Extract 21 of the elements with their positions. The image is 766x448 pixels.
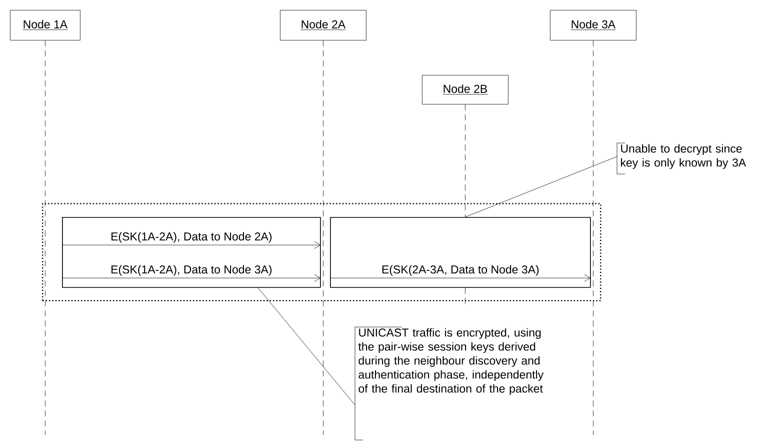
lifeline [45, 40, 46, 436]
note: Unable to decrypt since key is only known by 3A [616, 142, 746, 174]
leader-line [465, 156, 618, 218]
lifeline-head-box: Node 3A [550, 10, 636, 40]
message-label: E(SK(2A-3A, Data to Node 3A) [382, 265, 539, 276]
leader-line [258, 288, 356, 406]
message-arrow [330, 274, 591, 282]
lifeline-head-box: Node 2A [280, 10, 366, 40]
message-label: E(SK(1A-2A), Data to Node 3A) [112, 265, 272, 276]
lifeline [593, 40, 594, 436]
lifeline-head-box: Node 2B [422, 75, 508, 104]
activation-box [62, 217, 321, 288]
lifeline [465, 104, 466, 218]
note: UNICAST traffic is encrypted, using the pair-wise session keys derived during the neighbour discovery and authentication phase, independently of the final destination of the packet [354, 326, 544, 440]
dotted-frame [42, 203, 602, 302]
message-arrow [62, 241, 321, 249]
lifeline-head-box: Node 1A [10, 10, 80, 40]
message-arrow [62, 274, 321, 282]
message-label: E(SK(1A-2A), Data to Node 2A) [112, 232, 272, 243]
activation-box [330, 217, 591, 288]
lifeline [323, 40, 324, 436]
